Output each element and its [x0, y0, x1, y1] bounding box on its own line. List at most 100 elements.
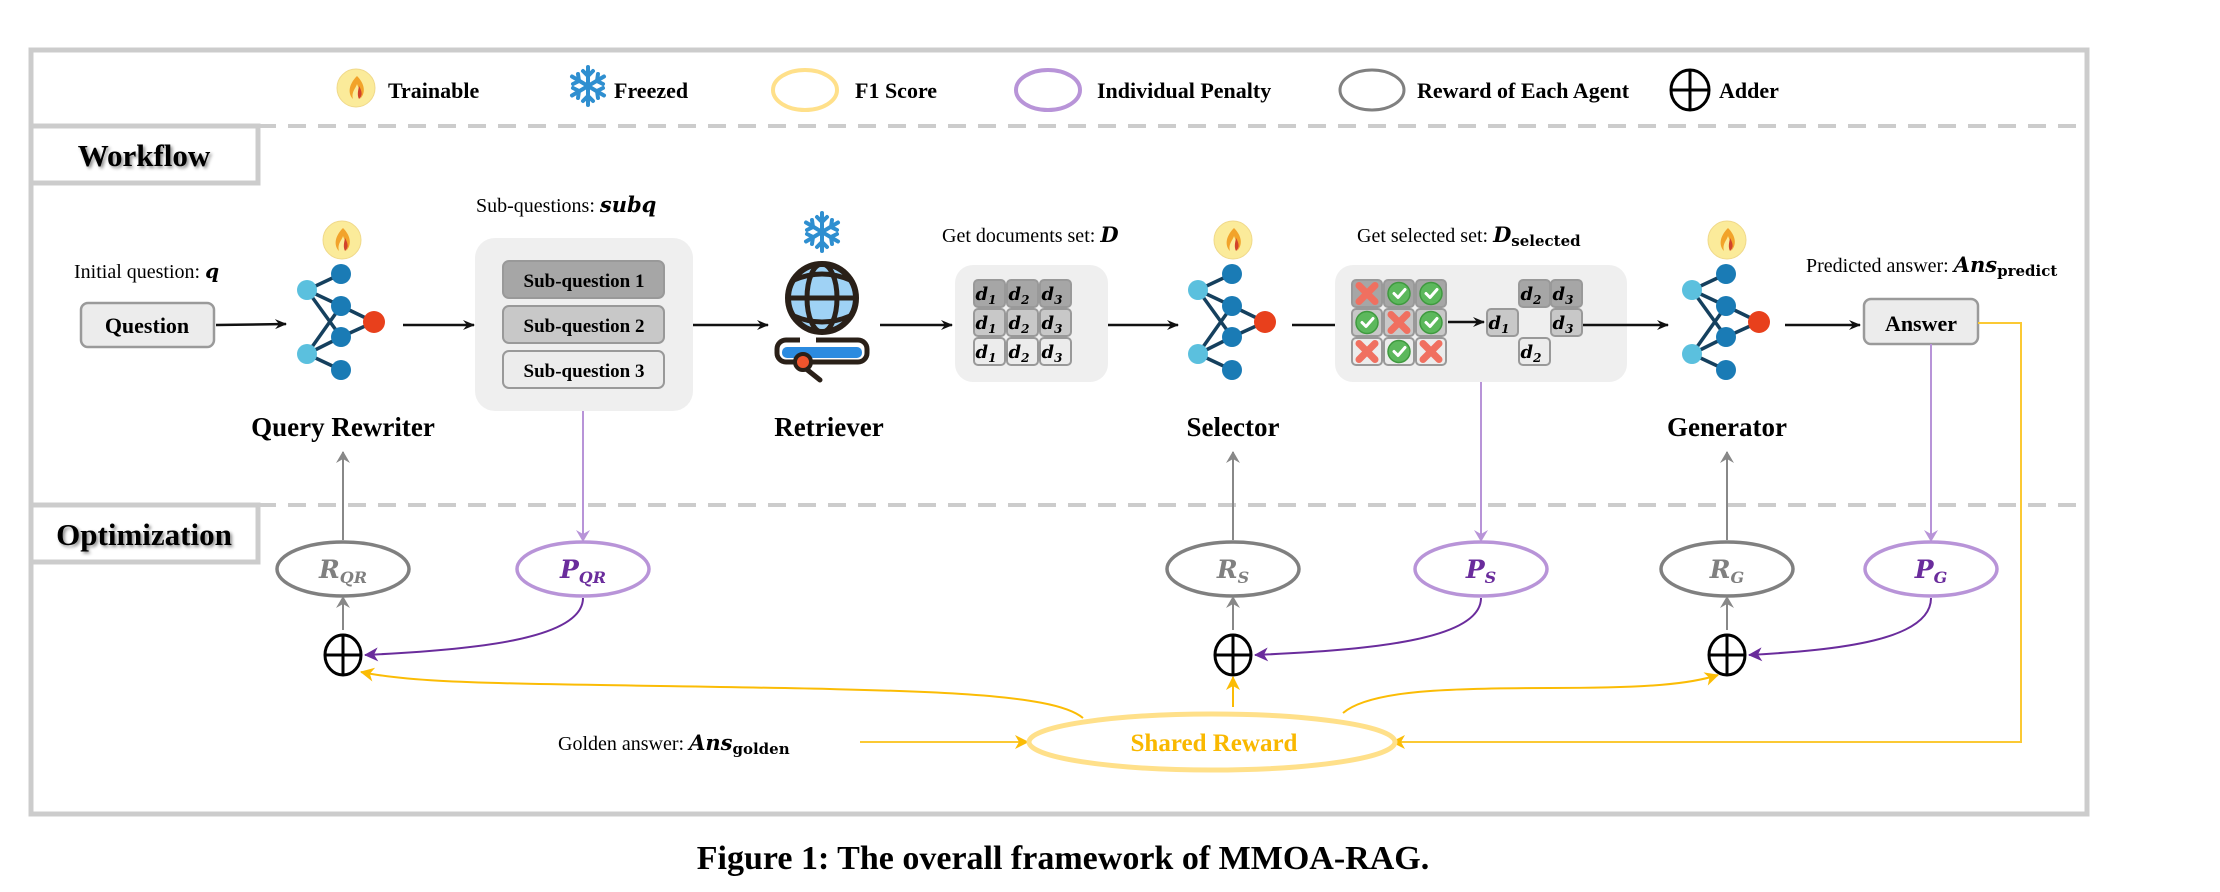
- svg-text:Sub-question 2: Sub-question 2: [524, 316, 645, 337]
- input-node: [1682, 344, 1702, 364]
- selection-cell: [1351, 308, 1383, 337]
- figure-caption: Figure 1: The overall framework of MMOA-…: [697, 840, 1429, 877]
- legend-reward-each-agent: Reward of Each Agent: [1338, 68, 1630, 112]
- svg-text:Trainable: Trainable: [388, 78, 480, 103]
- selection-cell: [1415, 308, 1447, 337]
- agent-label-generator: Generator: [1667, 412, 1787, 442]
- svg-text:Answer: Answer: [1885, 311, 1957, 336]
- document-cell: d1: [973, 337, 1006, 366]
- hidden-node: [1716, 264, 1736, 284]
- reward-node-query-rewriter: RQR: [275, 540, 411, 598]
- cross-icon: [1419, 340, 1443, 363]
- svg-text:Workflow: Workflow: [78, 138, 211, 173]
- selected-label: Get selected set: Dselected: [1357, 222, 1581, 250]
- globe-search-icon: [774, 261, 870, 383]
- hidden-node: [1222, 327, 1242, 347]
- workflow-section-label: Workflow: [28, 123, 261, 186]
- cross-icon: [1355, 340, 1379, 363]
- legend-individual-penalty: Individual Penalty: [1014, 68, 1271, 112]
- output-node: [1254, 311, 1276, 333]
- svg-text:Individual Penalty: Individual Penalty: [1097, 78, 1271, 103]
- selection-cell: [1383, 308, 1415, 337]
- neural-network-icon: [1682, 264, 1770, 380]
- svg-text:Adder: Adder: [1719, 78, 1779, 103]
- selected-document-cell: d1: [1486, 308, 1519, 337]
- hidden-node: [331, 296, 351, 316]
- check-icon: [1387, 339, 1411, 364]
- adder-selector: [1213, 633, 1253, 677]
- selected-document-cell: d3: [1550, 279, 1583, 308]
- retriever-agent: [774, 211, 870, 383]
- svg-text:Reward of Each Agent: Reward of Each Agent: [1417, 78, 1630, 103]
- output-node: [1748, 311, 1770, 333]
- agent-label-query-rewriter: Query Rewriter: [251, 412, 435, 442]
- arrow-shared-to-adder-g: [1342, 672, 1719, 714]
- snowflake-icon: [570, 65, 606, 107]
- arrow-pqr-to-adder: [364, 597, 584, 662]
- neural-network-icon: [297, 264, 385, 380]
- generator-agent: [1682, 220, 1770, 380]
- hidden-node: [1222, 296, 1242, 316]
- penalty-node-query-rewriter: PQR: [515, 540, 651, 598]
- input-node: [1682, 280, 1702, 300]
- f1-ellipse-icon: [771, 68, 839, 112]
- document-cell: d1: [973, 308, 1006, 337]
- flame-icon: [336, 68, 376, 108]
- adder-icon: [1669, 68, 1711, 112]
- check-icon: [1419, 310, 1443, 335]
- document-cell: d2: [1006, 279, 1039, 308]
- document-cell: d2: [1006, 308, 1039, 337]
- hidden-node: [331, 327, 351, 347]
- flame-icon: [1707, 220, 1747, 260]
- selection-cell: [1383, 279, 1415, 308]
- query-rewriter-agent: [297, 220, 385, 380]
- sub-question-2: Sub-question 2: [502, 305, 665, 344]
- selector-agent: [1188, 220, 1276, 380]
- cross-icon: [1355, 282, 1379, 305]
- selection-cell: [1415, 279, 1447, 308]
- penalty-node-selector: PS: [1413, 540, 1549, 598]
- arrow-pg-to-adder: [1748, 597, 1932, 662]
- predicted-answer-label: Predicted answer: Anspredict: [1806, 252, 2057, 280]
- hidden-node: [1716, 327, 1736, 347]
- svg-text:Freezed: Freezed: [614, 78, 688, 103]
- flame-icon: [1213, 220, 1253, 260]
- flame-icon: [322, 220, 362, 260]
- svg-text:Shared Reward: Shared Reward: [1131, 730, 1298, 757]
- check-icon: [1387, 281, 1411, 306]
- selection-cell: [1383, 337, 1415, 366]
- hidden-node: [1716, 360, 1736, 380]
- agent-label-retriever: Retriever: [774, 412, 883, 442]
- input-node: [1188, 344, 1208, 364]
- selection-cell: [1351, 337, 1383, 366]
- selected-document-cell: d2: [1518, 279, 1551, 308]
- hidden-node: [1222, 360, 1242, 380]
- question-box: Question: [79, 301, 216, 349]
- selected-document-cell: d2: [1518, 337, 1551, 366]
- hidden-node: [1716, 296, 1736, 316]
- document-cell: d2: [1006, 337, 1039, 366]
- check-icon: [1419, 281, 1443, 306]
- selection-cell: [1351, 279, 1383, 308]
- input-node: [297, 280, 317, 300]
- svg-text:Optimization: Optimization: [56, 517, 232, 552]
- arrow-ps-to-adder: [1254, 597, 1482, 662]
- reward-node-selector: RS: [1165, 540, 1301, 598]
- shared-reward-node: Shared Reward: [1026, 711, 1398, 773]
- input-node: [1188, 280, 1208, 300]
- arrow-shared-to-adder-qr: [360, 667, 1084, 719]
- subq-label: Sub-questions: subq: [476, 192, 656, 217]
- legend-f1-score: F1 Score: [771, 68, 937, 112]
- cross-icon: [1387, 311, 1411, 334]
- optimization-section-label: Optimization: [28, 502, 261, 565]
- initial-question-label: Initial question: q: [74, 259, 219, 283]
- neural-network-icon: [1188, 264, 1276, 380]
- golden-answer-label: Golden answer: Ansgolden: [558, 730, 790, 758]
- selection-marks-grid: [1351, 279, 1447, 366]
- document-cell: d3: [1039, 279, 1072, 308]
- legend-freezed: Freezed: [570, 65, 688, 107]
- legend-adder: Adder: [1669, 68, 1779, 112]
- answer-box: Answer: [1862, 297, 1980, 346]
